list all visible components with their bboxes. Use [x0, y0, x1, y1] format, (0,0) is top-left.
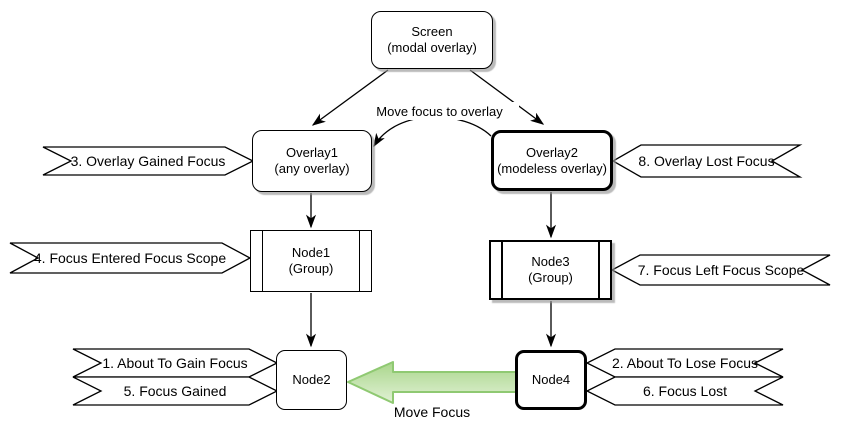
- node-node2-title: Node2: [292, 372, 331, 387]
- move-focus-arrow: [347, 361, 517, 404]
- banner-focus-left-focus-scope: 7. Focus Left Focus Scope: [637, 262, 805, 278]
- node-node3-title: Node3: [531, 254, 570, 269]
- node-node1-subtitle: (Group): [288, 261, 334, 276]
- node-node4-title: Node4: [531, 372, 571, 387]
- node3-left-bar: [501, 242, 504, 298]
- node-overlay2-title: Overlay2: [525, 144, 579, 160]
- node-screen-title: Screen: [411, 24, 453, 39]
- banner-focus-entered-focus-scope-shape: [9, 242, 252, 274]
- edge-label-move-focus: Move Focus: [393, 404, 471, 420]
- node-screen-subtitle: (modal overlay): [387, 40, 477, 55]
- node-overlay1: Overlay1 (any overlay): [252, 130, 372, 192]
- edge-overlay2-to-overlay1-curve: [374, 116, 492, 146]
- node-overlay2-subtitle: (modeless overlay): [497, 160, 607, 176]
- banner-focus-lost: 6. Focus Lost: [642, 383, 728, 399]
- node-node4: Node4: [515, 350, 587, 410]
- node-node1-group: Node1 (Group): [250, 230, 372, 292]
- node-overlay2: Overlay2 (modeless overlay): [491, 130, 613, 191]
- edge-screen-to-overlay2: [469, 69, 543, 124]
- node1-right-bar: [358, 231, 360, 291]
- node3-right-bar: [597, 242, 600, 298]
- banner-overlay-gained-focus-shape: [42, 146, 255, 176]
- banner-focus-gained-shape: [72, 376, 279, 406]
- banner-about-to-gain-focus: 1. About To Gain Focus: [102, 355, 248, 371]
- node-node1-title: Node1: [291, 245, 331, 260]
- banner-focus-lost-shape: [585, 376, 784, 406]
- banner-focus-gained: 5. Focus Gained: [123, 383, 227, 399]
- banner-about-to-lose-focus: 2. About To Lose Focus: [611, 355, 759, 371]
- edge-screen-to-overlay1: [313, 69, 389, 125]
- banner-overlay-gained-focus: 3. Overlay Gained Focus: [70, 153, 226, 169]
- banner-focus-entered-focus-scope: 4. Focus Entered Focus Scope: [33, 250, 227, 266]
- node-node2: Node2: [276, 350, 347, 410]
- node-overlay1-subtitle: (any overlay): [274, 161, 350, 176]
- node-node3-group: Node3 (Group): [489, 240, 612, 300]
- node1-left-bar: [262, 231, 264, 291]
- node-overlay1-title: Overlay1: [285, 145, 339, 160]
- node-node3-subtitle: (Group): [528, 270, 573, 285]
- edge-label-move-focus-to-overlay: Move focus to overlay: [360, 102, 519, 120]
- banner-focus-left-focus-scope-shape: [610, 254, 831, 286]
- banner-overlay-lost-focus-shape: [611, 144, 803, 178]
- banner-overlay-lost-focus: 8. Overlay Lost Focus: [638, 153, 775, 169]
- node-screen: Screen (modal overlay): [371, 11, 493, 69]
